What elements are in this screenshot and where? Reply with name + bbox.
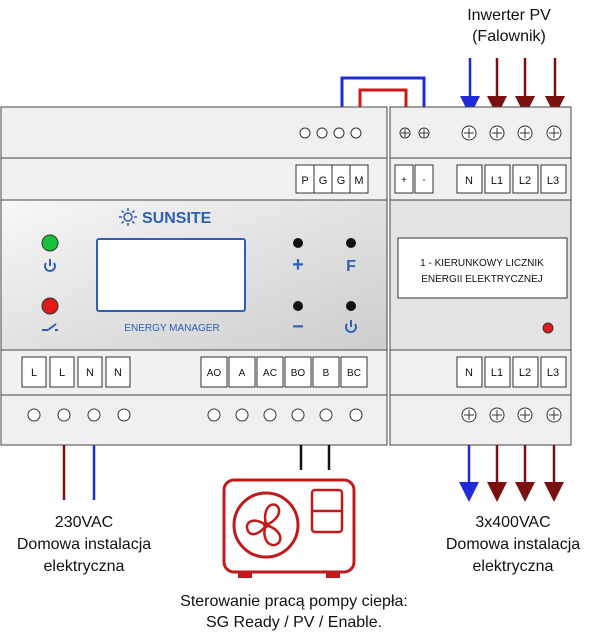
meter-bottom-n: N — [465, 367, 473, 379]
terminal-l1: L — [31, 367, 37, 379]
switch-icon — [42, 323, 58, 331]
plus-button[interactable] — [293, 238, 303, 248]
terminal-n1: N — [86, 367, 94, 379]
sun-icon — [119, 208, 137, 226]
terminal-ac: AC — [263, 368, 277, 379]
terminal-b: B — [323, 368, 330, 379]
meter-label-line2: ENERGII ELEKTRYCZNEJ — [421, 274, 543, 285]
terminal-g2: G — [337, 175, 346, 187]
minus-button[interactable] — [293, 301, 303, 311]
meter-top-l2: L2 — [519, 175, 531, 187]
caption-left-line1: 230VAC — [55, 514, 113, 531]
terminal-m: M — [354, 175, 363, 187]
plus-label: + — [292, 254, 304, 276]
power-icon — [44, 259, 56, 272]
brand-subtitle: ENERGY MANAGER — [124, 323, 219, 334]
meter-label-line1: 1 - KIERUNKOWY LICZNIK — [420, 258, 544, 269]
em-bottom-terminal-block: L L N N AO A AC BO B BC — [21, 356, 368, 388]
heat-pump-icon — [222, 478, 356, 578]
caption-left-line3: elektryczna — [44, 558, 125, 575]
meter-bottom-l3: L3 — [547, 367, 559, 379]
power-button-icon — [345, 320, 357, 333]
caption-left-line2: Domowa instalacja — [17, 536, 151, 553]
meter-bottom-screws — [461, 407, 562, 423]
power-button[interactable] — [346, 301, 356, 311]
meter-terminal-plus: + — [401, 175, 407, 186]
meter-top-l3: L3 — [547, 175, 559, 187]
em-top-terminal-block: P G G M — [295, 164, 369, 194]
em-top-sockets — [299, 127, 362, 139]
minus-label: − — [292, 316, 304, 338]
terminal-bo: BO — [291, 368, 306, 379]
terminal-p: P — [301, 175, 308, 187]
meter-top-n: N — [465, 175, 473, 187]
power-input-wires — [62, 445, 96, 500]
terminal-bc: BC — [347, 368, 361, 379]
meter-bottom-l1: L1 — [491, 367, 503, 379]
meter-top-screws — [399, 125, 562, 141]
caption-right-line2: Domowa instalacja — [446, 536, 580, 553]
terminal-a: A — [239, 368, 246, 379]
red-led — [41, 297, 59, 315]
terminal-ao: AO — [207, 368, 222, 379]
pv-input-wires — [460, 58, 565, 116]
caption-right-line3: elektryczna — [473, 558, 554, 575]
green-led — [41, 234, 59, 252]
caption-right-line1: 3x400VAC — [475, 514, 550, 531]
terminal-g1: G — [319, 175, 328, 187]
terminal-l2: L — [59, 367, 65, 379]
brand-name: SUNSITE — [142, 210, 212, 227]
heat-pump-wires — [299, 445, 331, 470]
inverter-subtitle: (Falownik) — [472, 28, 546, 45]
f-label: F — [346, 258, 356, 275]
lcd-display — [96, 238, 246, 312]
terminal-n2: N — [114, 367, 122, 379]
energy-meter: + - N L1 L2 L3 1 - KIERUNKOWY LICZNIK EN… — [389, 106, 572, 446]
meter-terminal-minus: - — [422, 175, 425, 186]
meter-top-terminal-block: + - N L1 L2 L3 — [394, 164, 567, 194]
meter-pulse-led — [542, 322, 554, 334]
em-bottom-sockets — [27, 408, 363, 422]
inverter-title: Inwerter PV — [467, 7, 551, 24]
meter-label-box — [397, 237, 568, 299]
caption-bottom-line2: SG Ready / PV / Enable. — [206, 614, 382, 631]
meter-bottom-l2: L2 — [519, 367, 531, 379]
energy-manager: P G G M SUNSITE ENERGY MANAGER — [0, 106, 388, 446]
meter-top-l1: L1 — [491, 175, 503, 187]
three-phase-wires — [459, 445, 564, 502]
f-button[interactable] — [346, 238, 356, 248]
caption-bottom-line1: Sterowanie pracą pompy ciepła: — [180, 593, 408, 610]
meter-bottom-terminal-block: N L1 L2 L3 — [456, 356, 567, 388]
modbus-loop — [340, 76, 426, 107]
